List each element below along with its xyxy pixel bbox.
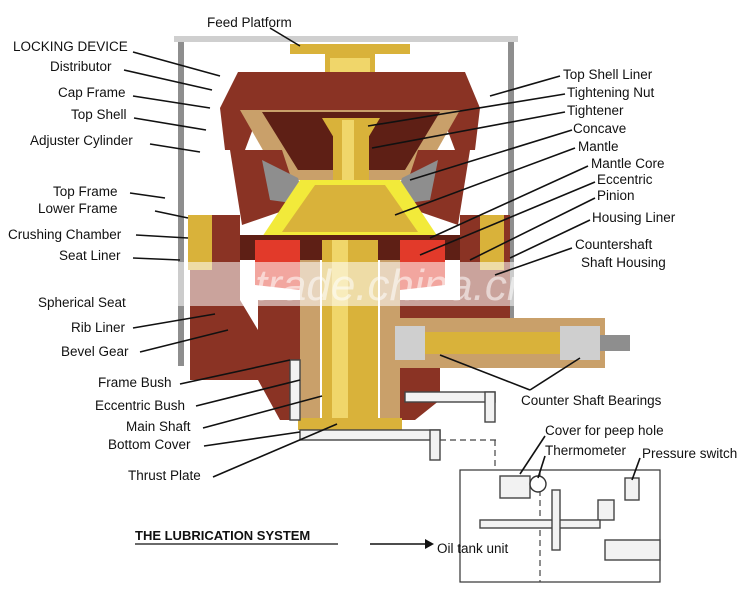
label-counter-shaft-bearings: Counter Shaft Bearings	[521, 393, 662, 408]
label-lower-frame: Lower Frame	[38, 201, 118, 216]
label-seat-liner: Seat Liner	[59, 248, 121, 263]
watermark-text: trade.china.cn	[255, 261, 531, 310]
label-housing-liner: Housing Liner	[592, 210, 676, 225]
label-pinion: Pinion	[597, 188, 635, 203]
label-top-shell-liner: Top Shell Liner	[563, 67, 653, 82]
label-cap-frame: Cap Frame	[58, 85, 126, 100]
label-bottom-cover: Bottom Cover	[108, 437, 191, 452]
label-adjuster-cylinder: Adjuster Cylinder	[30, 133, 133, 148]
label-mantle-core: Mantle Core	[591, 156, 665, 171]
crusher-illustration: trade.china.cn	[130, 36, 690, 461]
label-top-frame: Top Frame	[53, 184, 118, 199]
label-thermometer: Thermometer	[545, 443, 627, 458]
label-main-shaft: Main Shaft	[126, 419, 191, 434]
label-eccentric-bush: Eccentric Bush	[95, 398, 185, 413]
labels-lubrication: Cover for peep hole Thermometer Pressure…	[135, 423, 737, 556]
labels-top: Feed Platform	[207, 15, 292, 30]
label-countershaft: Countershaft	[575, 237, 653, 252]
label-oil-tank-unit: Oil tank unit	[437, 541, 509, 556]
label-crushing-chamber: Crushing Chamber	[8, 227, 122, 242]
label-bevel-gear: Bevel Gear	[61, 344, 129, 359]
label-thrust-plate: Thrust Plate	[128, 468, 201, 483]
labels-left: LOCKING DEVICE Distributor Cap Frame Top…	[8, 39, 201, 483]
label-pressure-switch: Pressure switch	[642, 446, 737, 461]
label-mantle: Mantle	[578, 139, 619, 154]
label-rib-liner: Rib Liner	[71, 320, 126, 335]
label-tightener: Tightener	[567, 103, 624, 118]
label-eccentric: Eccentric	[597, 172, 653, 187]
label-cover-for-peep-hole: Cover for peep hole	[545, 423, 664, 438]
label-shaft-housing: Shaft Housing	[581, 255, 666, 270]
lubrication-system-title: THE LUBRICATION SYSTEM	[135, 528, 310, 543]
label-locking-device: LOCKING DEVICE	[13, 39, 128, 54]
label-spherical-seat: Spherical Seat	[38, 295, 126, 310]
label-distributor: Distributor	[50, 59, 112, 74]
labels-right: Top Shell Liner Tightening Nut Tightener…	[521, 67, 676, 408]
leader-lines	[123, 27, 641, 549]
oil-tank-unit-illustration	[440, 439, 661, 583]
label-concave: Concave	[573, 121, 626, 136]
label-frame-bush: Frame Bush	[98, 375, 172, 390]
label-tightening-nut: Tightening Nut	[567, 85, 655, 100]
label-top-shell: Top Shell	[71, 107, 127, 122]
label-feed-platform: Feed Platform	[207, 15, 292, 30]
